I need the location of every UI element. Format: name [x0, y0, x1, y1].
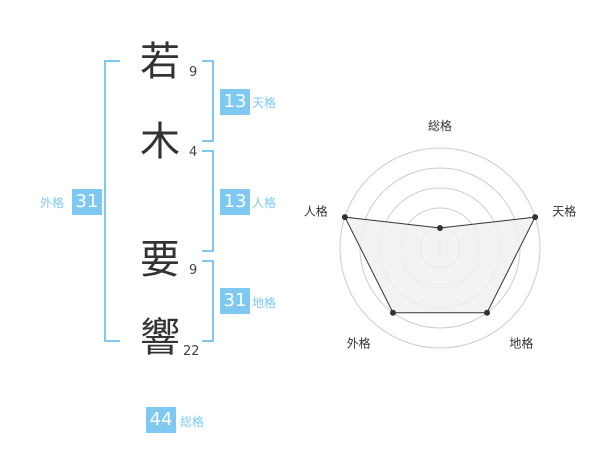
stroke-count-3: 9 — [189, 263, 198, 278]
stroke-count-1: 9 — [189, 65, 198, 80]
soukaku-value-badge: 44 — [146, 407, 176, 433]
tenkaku-value-badge: 13 — [220, 89, 250, 115]
radar-point-4 — [341, 214, 348, 221]
gaikaku-bracket — [104, 60, 120, 342]
name-char-1: 若 — [140, 39, 180, 85]
radar-points — [341, 214, 539, 316]
jinkaku-bracket — [202, 150, 214, 252]
chikaku-bracket — [202, 260, 214, 342]
radar-point-1 — [532, 214, 539, 221]
jinkaku-value-badge: 13 — [220, 189, 250, 215]
name-char-2: 木 — [140, 119, 180, 165]
radar-point-3 — [389, 309, 396, 316]
name-char-4: 響 — [140, 315, 180, 361]
gaikaku-value-badge: 31 — [72, 189, 102, 215]
radar-label-1: 天格 — [552, 204, 576, 219]
stroke-count-4: 22 — [183, 344, 200, 359]
radar-point-0 — [437, 225, 443, 231]
tenkaku-bracket — [202, 60, 214, 142]
chikaku-value-badge: 31 — [220, 288, 250, 314]
chikaku-label: 地格 — [252, 296, 277, 310]
name-char-3: 要 — [140, 237, 180, 283]
tenkaku-label: 天格 — [252, 96, 277, 110]
radar-label-3: 外格 — [347, 336, 371, 351]
radar-grid-ring — [339, 147, 541, 349]
radar-label-4: 人格 — [304, 204, 328, 219]
radar-area — [344, 216, 536, 314]
radar-point-2 — [484, 309, 491, 316]
gaikaku-label: 外格 — [40, 196, 65, 210]
jinkaku-label: 人格 — [252, 196, 277, 210]
radar-label-0: 総格 — [428, 118, 452, 133]
soukaku-label: 総格 — [180, 415, 205, 429]
radar-label-2: 地格 — [509, 336, 533, 351]
stroke-count-2: 4 — [189, 145, 198, 160]
